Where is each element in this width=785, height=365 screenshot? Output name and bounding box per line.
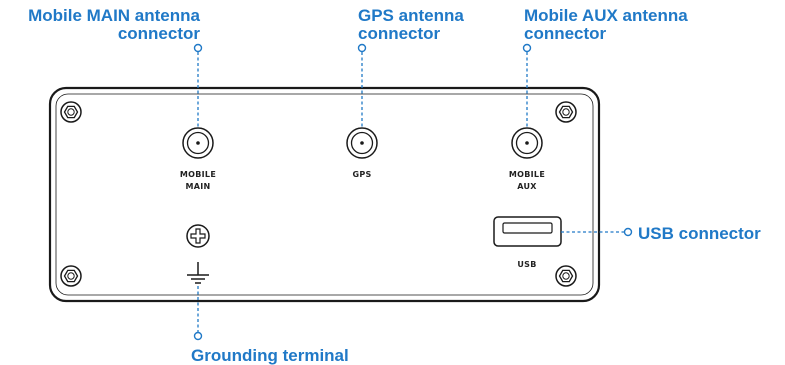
sma-connector-icon [182,127,214,159]
callout-mobile-main-line1: Mobile MAIN antenna [28,6,200,25]
leader-dot [522,43,532,53]
screw-icon [555,265,577,287]
label-mobile-main-line2: MAIN [185,182,210,191]
label-mobile-aux-line2: AUX [517,182,537,191]
device-panel-inner-edge [55,93,594,296]
callout-gps-line2: connector [358,24,441,43]
screw-icon [60,101,82,123]
screw-icon [555,101,577,123]
sma-connector-icon [511,127,543,159]
sma-connector-icon [346,127,378,159]
device-panel [48,86,601,303]
leader-dot [623,227,633,237]
usb-port-icon [493,216,562,247]
callout-mobile-main-line2: connector [118,24,201,43]
label-gps: GPS [352,170,371,179]
callout-mobile-aux-line2: connector [524,24,607,43]
label-mobile-main-line1: MOBILE [180,170,216,179]
callout-grounding: Grounding terminal [191,346,349,365]
callout-mobile-aux-line1: Mobile AUX antenna [524,6,688,25]
callout-gps-line1: GPS antenna [358,6,464,25]
ground-symbol-icon [187,262,209,284]
screw-icon [60,265,82,287]
label-usb: USB [517,260,536,269]
grounding-screw-icon [186,224,210,248]
label-mobile-aux-line1: MOBILE [509,170,545,179]
leader-dot [193,331,203,341]
leader-dot [193,43,203,53]
leader-dot [357,43,367,53]
callout-usb: USB connector [638,224,761,243]
